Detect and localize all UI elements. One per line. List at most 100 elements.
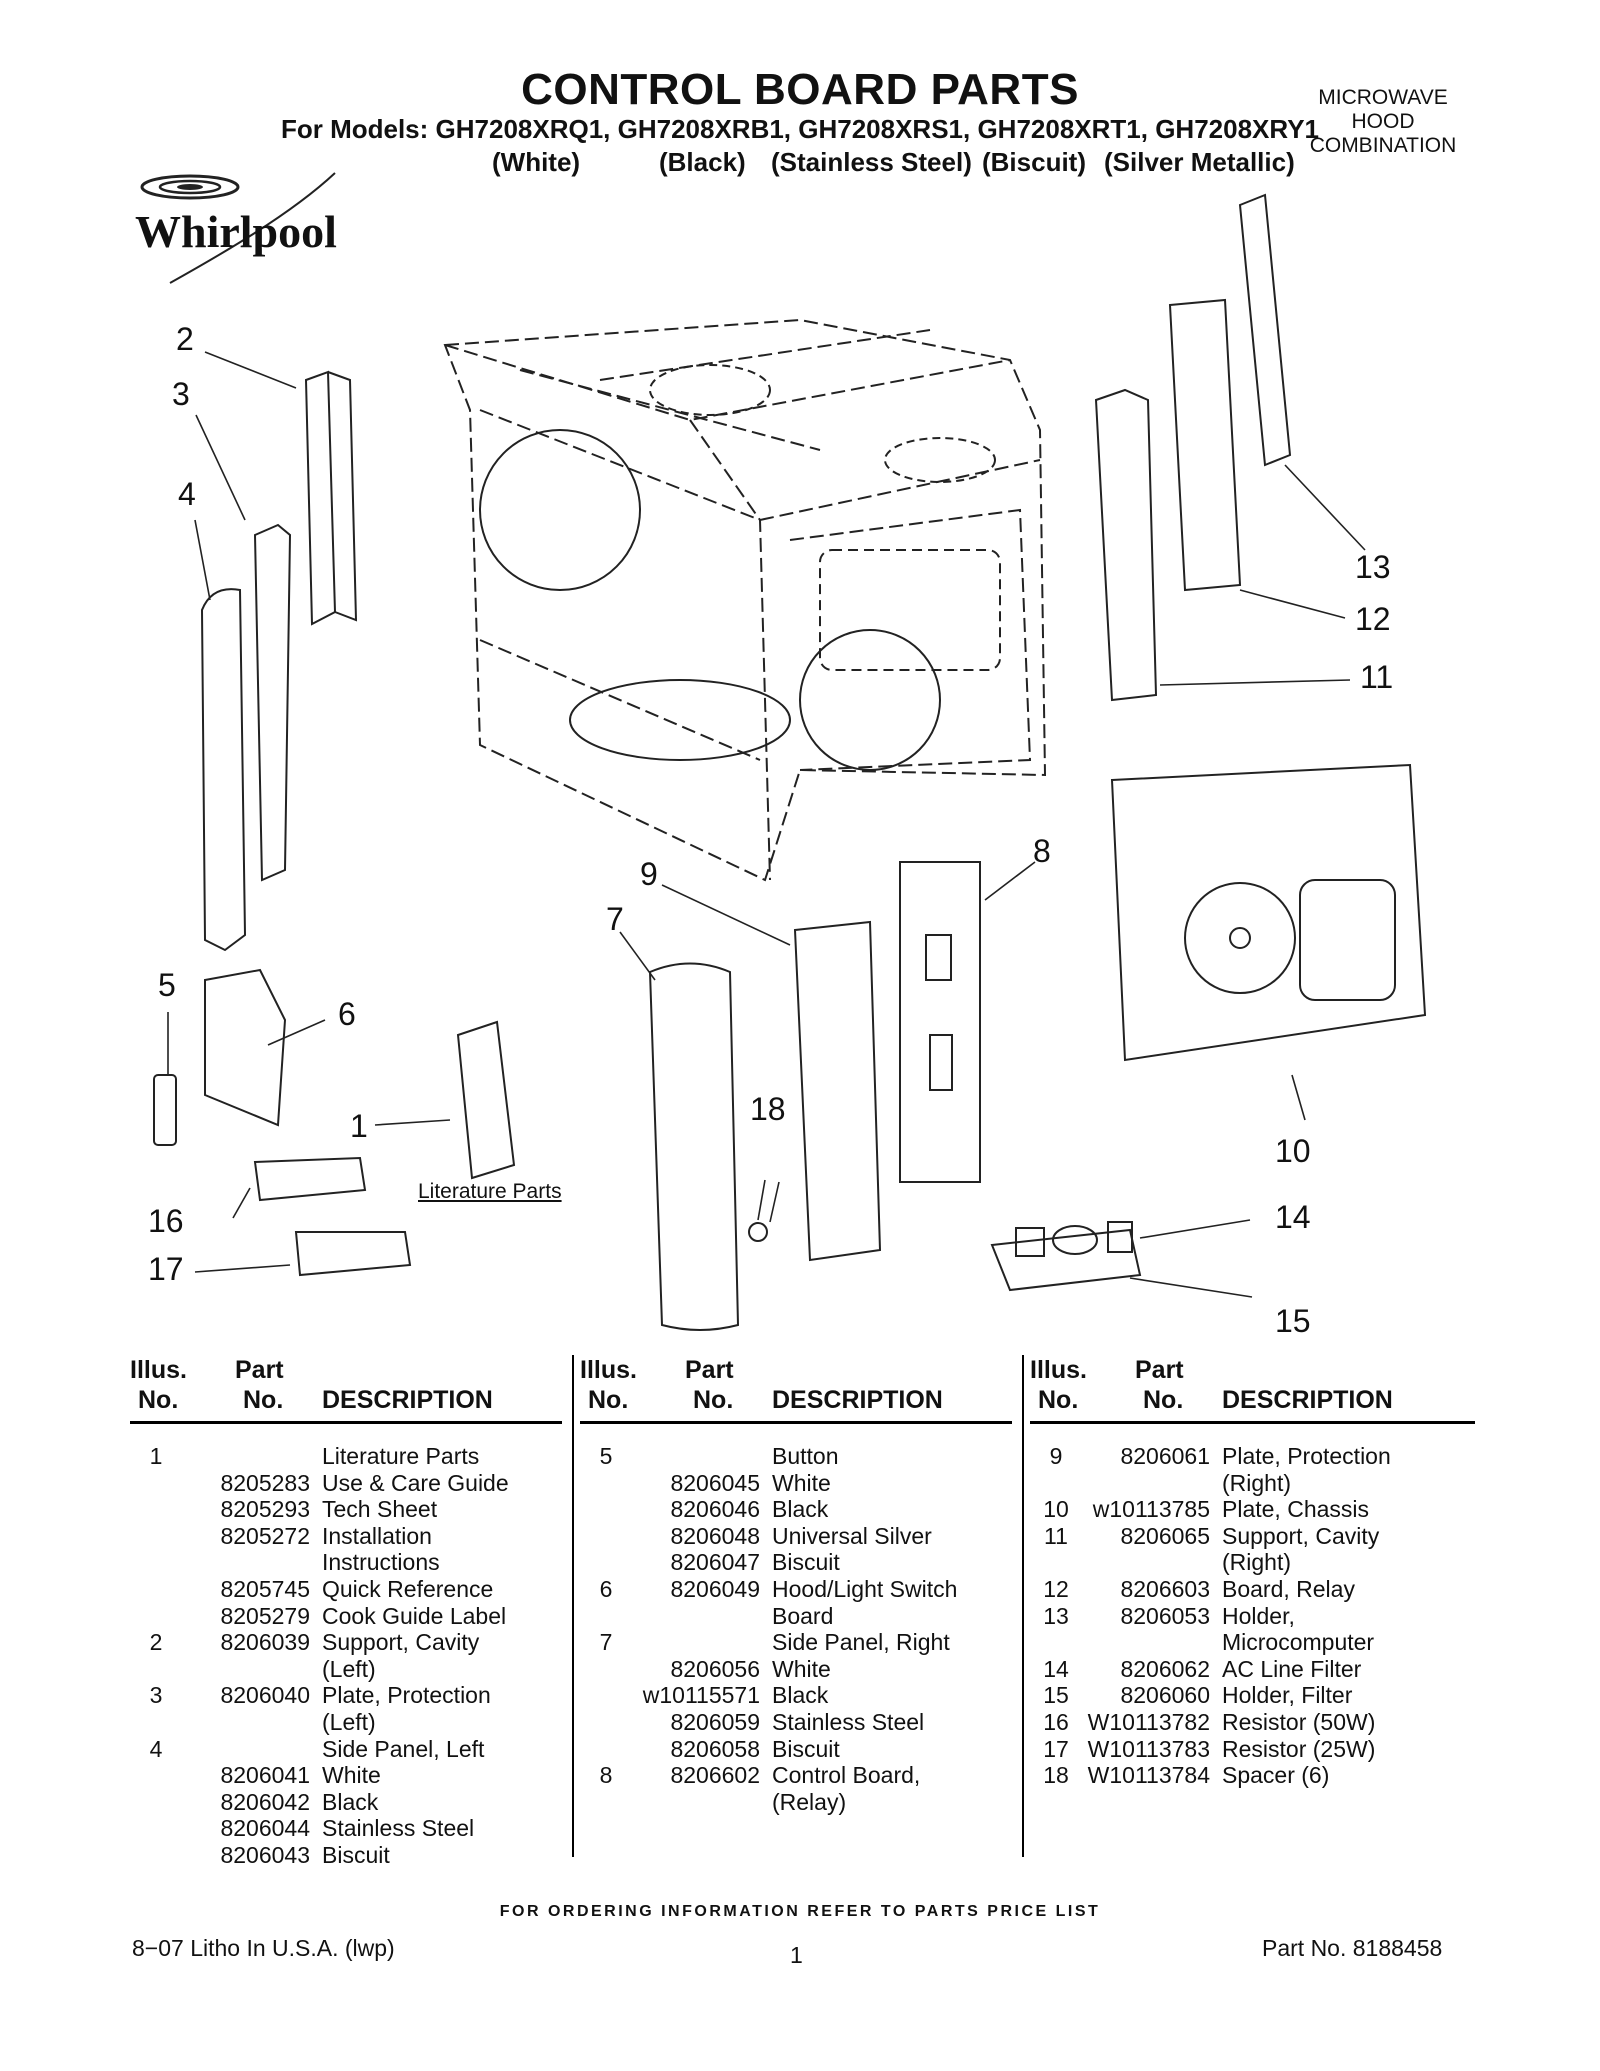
header-part-line1: Part: [1135, 1356, 1184, 1384]
part-number: w10113785: [1092, 1496, 1210, 1523]
part-description: Resistor (25W): [1222, 1735, 1376, 1762]
part-description: Resistor (50W): [1222, 1709, 1376, 1735]
callout-4: 4: [178, 476, 196, 512]
header-illus-line2: No.: [1038, 1386, 1079, 1414]
part-description: Side Panel, Right: [772, 1629, 950, 1656]
logo-swoosh: [169, 172, 336, 284]
illus-number: 6: [599, 1576, 613, 1602]
callout-14: 14: [1275, 1199, 1311, 1235]
color-biscuit: (Biscuit): [982, 147, 1086, 177]
chassis-fan-hub: [1229, 927, 1251, 949]
part-6-switch-board: [204, 968, 287, 1127]
ordering-note: FOR ORDERING INFORMATION REFER TO PARTS …: [499, 1903, 1101, 1920]
logo-swirl-center: [177, 184, 203, 190]
part-description: White: [772, 1469, 831, 1496]
vent-panel: [819, 549, 1001, 671]
logo-wordmark: Whirlpool: [135, 206, 337, 257]
magnetron-opening: [884, 437, 996, 483]
header-illus-line2: No.: [138, 1386, 179, 1414]
part-number: 8206043: [220, 1842, 310, 1868]
callout-9: 9: [640, 856, 658, 892]
header-rule: [130, 1421, 562, 1424]
part-8-relay: [925, 934, 952, 981]
part-number: 8206039: [220, 1629, 310, 1656]
header-illus-line2: No.: [588, 1386, 629, 1414]
part-description: Side Panel, Left: [322, 1735, 485, 1762]
chassis-fan-ring: [1184, 882, 1296, 994]
part-14-ac-line-filter: [1015, 1227, 1045, 1257]
part-description: Support, Cavity: [322, 1629, 480, 1656]
leader-lines: [167, 351, 1366, 1298]
litho-info: 8−07 Litho In U.S.A. (lwp): [132, 1935, 395, 1961]
color-stainless: (Stainless Steel): [771, 147, 972, 177]
illus-number: 7: [599, 1629, 613, 1656]
part-1-literature: [456, 1020, 516, 1180]
cavity-frame: [443, 318, 1047, 882]
part-description: Cook Guide Label: [322, 1602, 507, 1629]
callout-8: 8: [1033, 833, 1051, 869]
part-number: W10113784: [1087, 1762, 1210, 1789]
part-number: 8205279: [220, 1602, 310, 1629]
part-number: 8206053: [1120, 1602, 1210, 1629]
part-description: Holder, Filter: [1222, 1682, 1353, 1709]
callout-2: 2: [176, 321, 194, 357]
column-divider: [572, 1355, 574, 1857]
callout-1: 1: [350, 1108, 368, 1144]
table-row: (Right): [1030, 1470, 1475, 1496]
part-number: w10115571: [642, 1682, 760, 1709]
table-row: 8206047 Biscuit: [580, 1549, 1010, 1575]
part-number: 8206047: [670, 1549, 760, 1576]
illus-number: 16: [1043, 1709, 1069, 1735]
part-description: Stainless Steel: [322, 1815, 475, 1842]
part-2-support-cavity-left: [327, 371, 358, 622]
part-description: White: [772, 1655, 831, 1682]
part-number: 8205272: [220, 1522, 310, 1549]
part-description: Quick Reference: [322, 1576, 494, 1602]
callout-18: 18: [750, 1091, 786, 1127]
header-part-line2: No.: [693, 1386, 734, 1414]
fan-opening: [479, 429, 641, 591]
part-description: Support, Cavity: [1222, 1522, 1380, 1549]
part-number: W10113783: [1087, 1735, 1210, 1762]
part-description: Biscuit: [772, 1549, 840, 1576]
callout-6: 6: [338, 996, 356, 1032]
part-5-button: [153, 1074, 177, 1146]
header-description: DESCRIPTION: [1222, 1386, 1393, 1414]
part-number: 8206042: [220, 1788, 310, 1815]
part-description: (Relay): [772, 1788, 847, 1815]
fan-opening: [799, 629, 941, 771]
part-description: Board: [772, 1602, 834, 1629]
part-description: Spacer (6): [1222, 1762, 1330, 1789]
part-12-relay-board: [1168, 298, 1242, 592]
model-colors: (White) (Black) (Stainless Steel) (Biscu…: [0, 147, 1600, 179]
table-row: 8205279 Cook Guide Label: [130, 1603, 560, 1629]
illus-number: 17: [1043, 1735, 1069, 1762]
part-number: 8206065: [1120, 1522, 1210, 1549]
product-type-line: COMBINATION: [1309, 134, 1457, 157]
part-8-relay: [929, 1034, 953, 1091]
table-row: 8206058 Biscuit: [580, 1736, 1010, 1762]
part-number: 8206058: [670, 1735, 760, 1762]
part-description: Biscuit: [772, 1735, 840, 1762]
part-description: Installation: [322, 1522, 432, 1549]
logo-swirl-ring: [140, 174, 240, 200]
part-number: 8206060: [1120, 1682, 1210, 1709]
page-title: CONTROL BOARD PARTS: [521, 65, 1079, 114]
